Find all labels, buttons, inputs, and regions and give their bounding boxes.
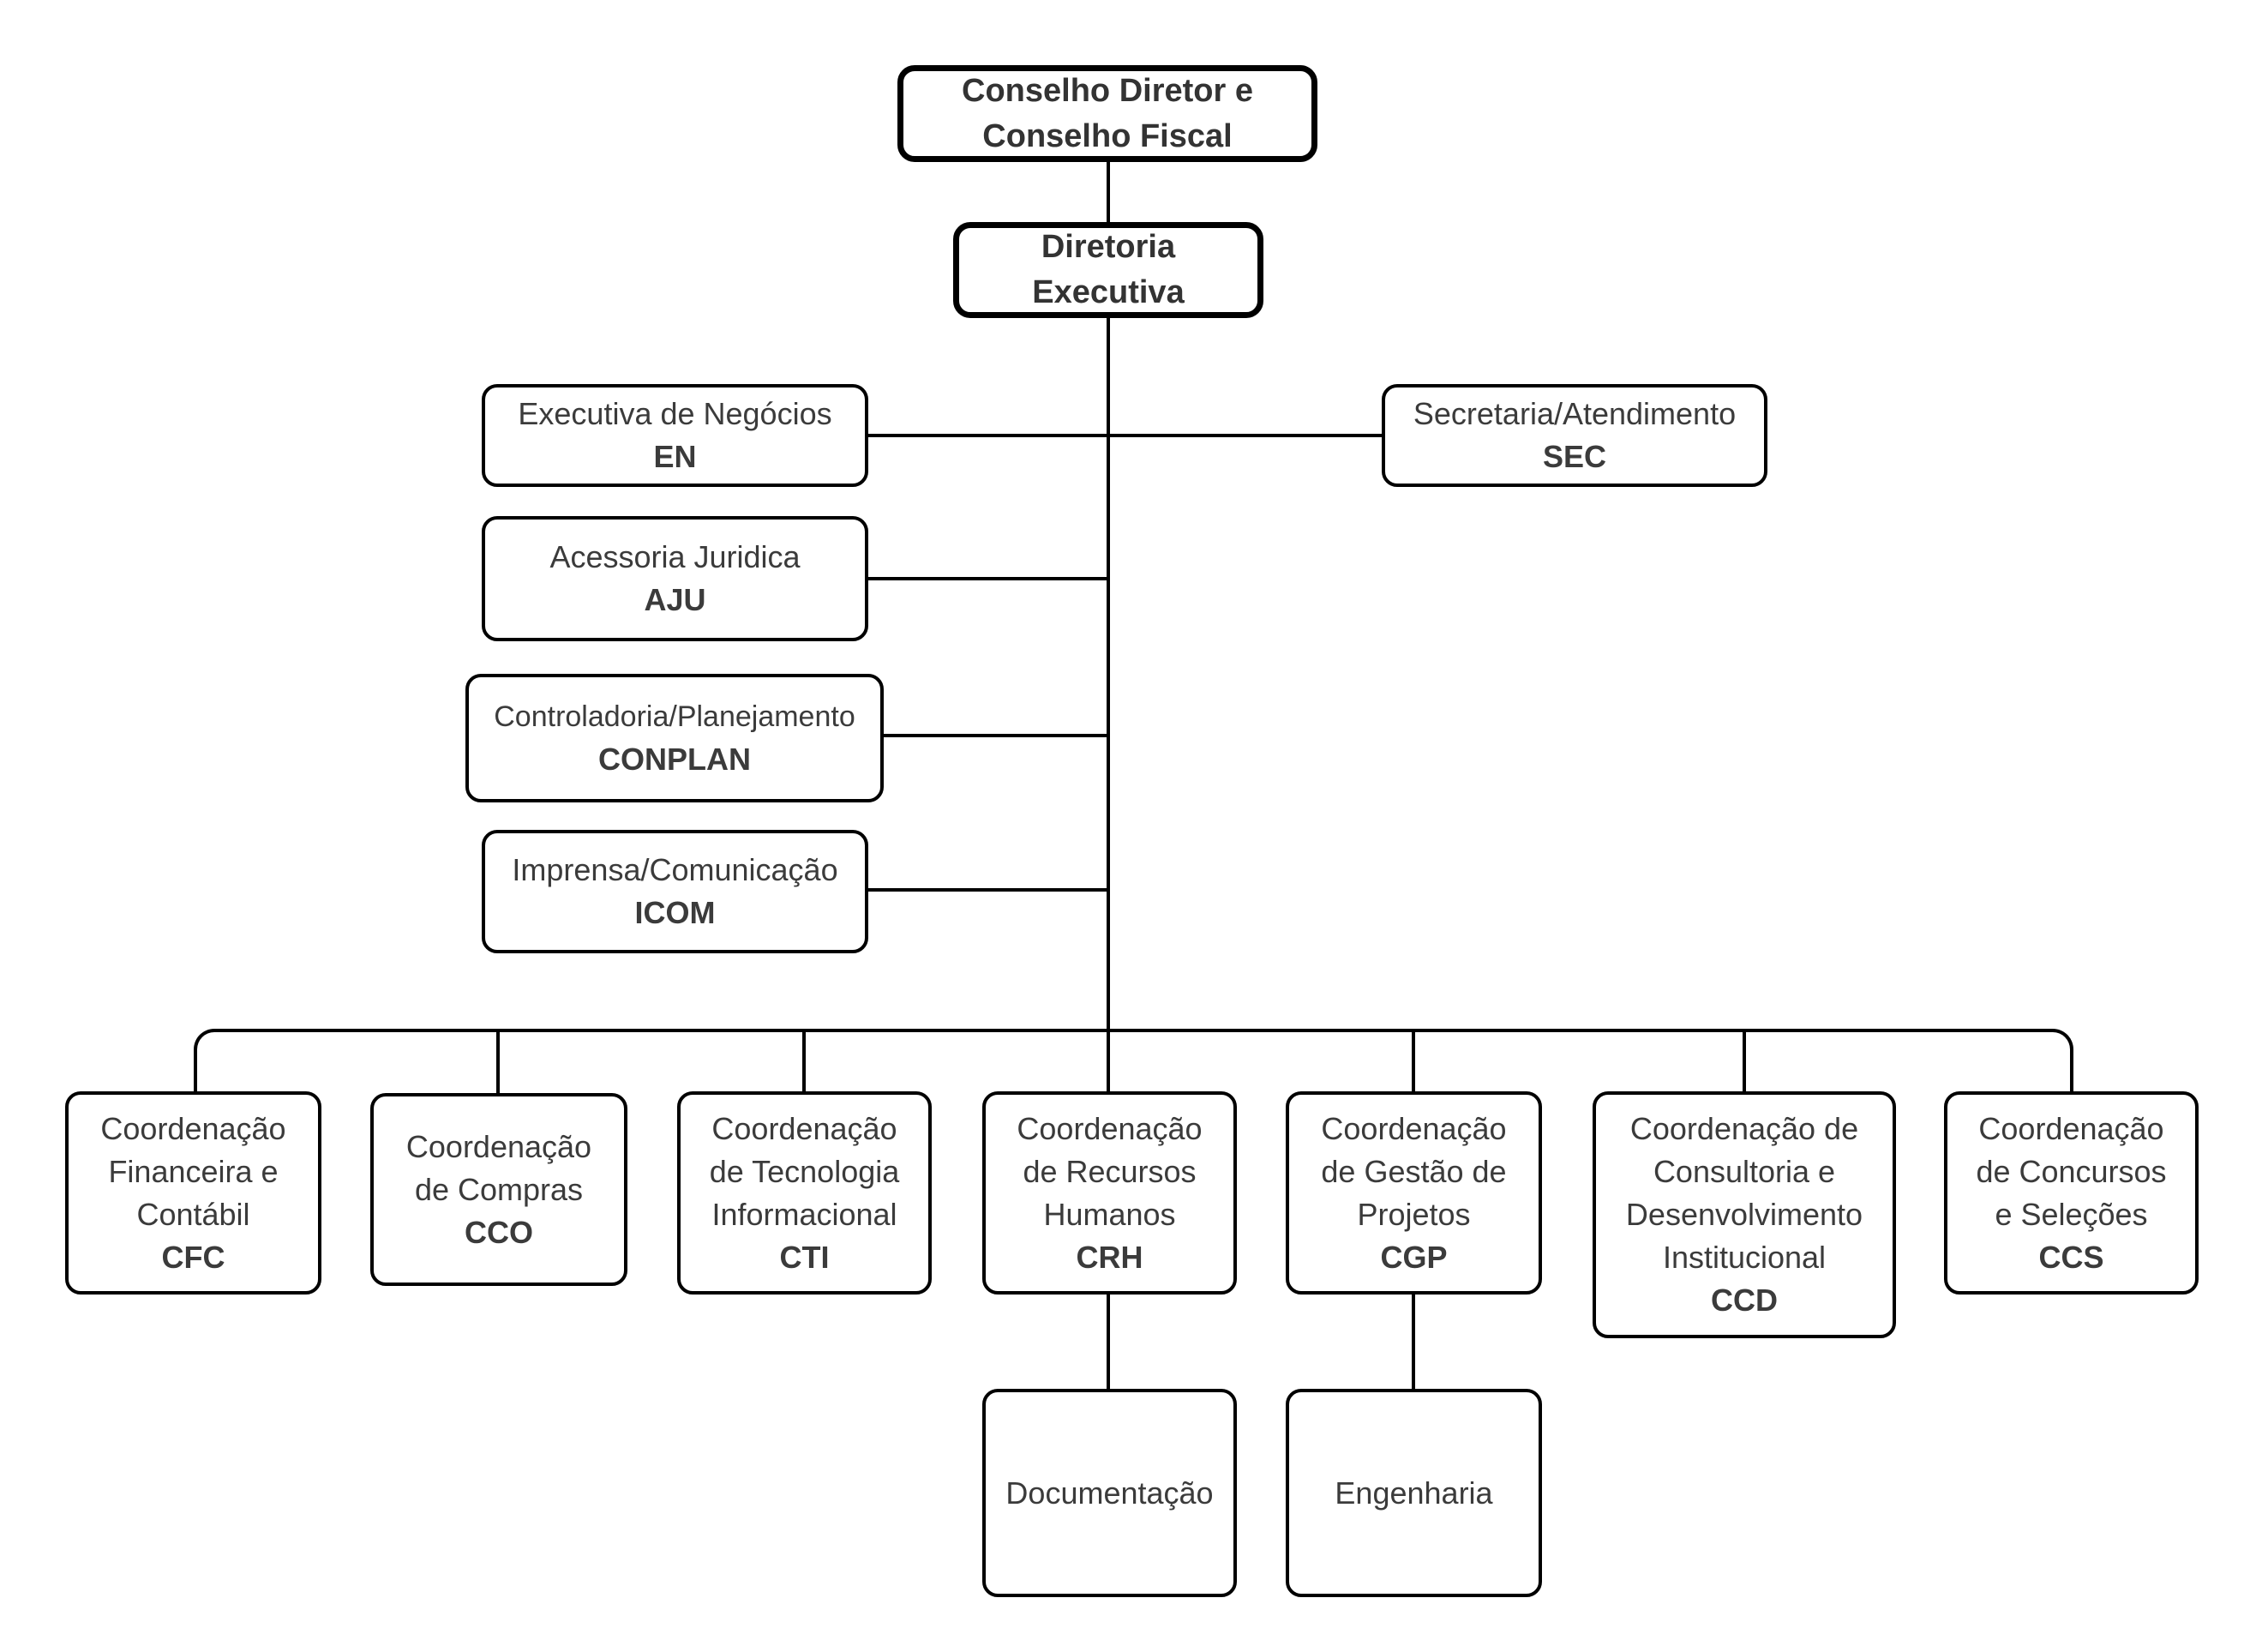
node-abbr: ICOM <box>634 895 716 930</box>
node-label-line: Informacional <box>711 1196 897 1232</box>
org-node-documentacao: Documentação <box>982 1389 1237 1597</box>
org-node-engenharia: Engenharia <box>1286 1389 1542 1597</box>
org-node-ccd: Coordenação de Consultoria e Desenvolvim… <box>1593 1091 1896 1338</box>
node-label-line: Coordenação <box>1017 1110 1203 1146</box>
connector-crh-documentacao <box>1107 1295 1110 1389</box>
connector-drop-cgp <box>1412 1029 1415 1091</box>
connector-en-sec <box>868 434 1382 437</box>
connector-conselho-diretoria <box>1107 162 1110 224</box>
node-label-line: de Recursos <box>1023 1153 1197 1189</box>
connector-aju <box>868 577 1108 580</box>
connector-conplan <box>882 734 1108 737</box>
org-node-aju: Acessoria Juridica AJU <box>482 516 868 641</box>
node-label-line: Desenvolvimento <box>1625 1197 1863 1232</box>
connector-drop-cco <box>496 1029 500 1093</box>
org-node-cfc: Coordenação Financeira e Contábil CFC <box>65 1091 321 1295</box>
node-label-line: Coordenação <box>405 1128 592 1164</box>
node-label-line: Coordenação <box>100 1110 286 1146</box>
org-node-conplan: Controladoria/Planejamento CONPLAN <box>465 674 884 802</box>
node-abbr: AJU <box>644 582 706 617</box>
node-label-line: Coordenação <box>1978 1110 2164 1146</box>
node-abbr: EN <box>653 439 697 474</box>
connector-drop-cti <box>802 1029 806 1091</box>
node-abbr: CFC <box>161 1239 225 1275</box>
node-label-line: Humanos <box>1043 1196 1176 1232</box>
org-node-sec: Secretaria/Atendimento SEC <box>1382 384 1767 487</box>
org-node-cco: Coordenação de Compras CCO <box>370 1093 627 1286</box>
node-abbr: CCD <box>1711 1283 1778 1318</box>
connector-trunk <box>1107 318 1110 1091</box>
node-label-line: e Seleções <box>1995 1196 2148 1232</box>
org-node-cti: Coordenação de Tecnologia Informacional … <box>677 1091 932 1295</box>
node-label-line: Consultoria e <box>1653 1154 1836 1189</box>
node-abbr: CONPLAN <box>598 742 751 777</box>
node-label-line: de Gestão de <box>1321 1153 1507 1189</box>
node-label-line: Executiva <box>1032 274 1185 310</box>
org-node-ccs: Coordenação de Concursos e Seleções CCS <box>1944 1091 2199 1295</box>
connector-drop-ccd <box>1743 1029 1746 1091</box>
node-label-line: Conselho Diretor e <box>962 72 1253 109</box>
node-label-line: de Tecnologia <box>709 1153 900 1189</box>
node-abbr: SEC <box>1542 439 1607 474</box>
node-label-line: de Compras <box>414 1171 584 1207</box>
connector-icom <box>868 888 1108 892</box>
node-label-line: Financeira e <box>108 1153 279 1189</box>
node-label-line: Institucional <box>1662 1240 1827 1275</box>
node-label-line: Documentação <box>1005 1475 1214 1511</box>
node-label-line: Diretoria <box>1041 229 1176 265</box>
node-label-line: Acessoria Juridica <box>549 539 801 574</box>
org-node-en: Executiva de Negócios EN <box>482 384 868 487</box>
node-label-line: Projetos <box>1357 1196 1471 1232</box>
node-label-line: de Concursos <box>1976 1153 2167 1189</box>
org-node-crh: Coordenação de Recursos Humanos CRH <box>982 1091 1237 1295</box>
node-label-line: Executiva de Negócios <box>518 396 832 431</box>
node-label-line: Coordenação <box>711 1110 897 1146</box>
node-label-line: Engenharia <box>1335 1475 1493 1511</box>
node-abbr: CRH <box>1076 1239 1143 1275</box>
node-label-line: Conselho Fiscal <box>982 117 1233 154</box>
org-node-cgp: Coordenação de Gestão de Projetos CGP <box>1286 1091 1542 1295</box>
node-label-line: Contábil <box>136 1196 250 1232</box>
node-abbr: CCO <box>465 1214 533 1250</box>
org-node-diretoria: Diretoria Executiva <box>953 222 1263 318</box>
node-abbr: CTI <box>779 1239 830 1275</box>
node-abbr: CGP <box>1380 1239 1448 1275</box>
node-label-line: Imprensa/Comunicação <box>512 852 838 887</box>
node-abbr: CCS <box>2038 1239 2104 1275</box>
node-label-line: Coordenação de <box>1629 1111 1859 1146</box>
node-label-line: Secretaria/Atendimento <box>1413 396 1737 431</box>
connector-bottom-rail <box>194 1029 2073 1091</box>
node-label-line: Controladoria/Planejamento <box>494 700 855 733</box>
org-node-conselho: Conselho Diretor e Conselho Fiscal <box>897 65 1317 162</box>
org-node-icom: Imprensa/Comunicação ICOM <box>482 830 868 953</box>
node-label-line: Coordenação <box>1321 1110 1507 1146</box>
connector-cgp-engenharia <box>1412 1295 1415 1389</box>
